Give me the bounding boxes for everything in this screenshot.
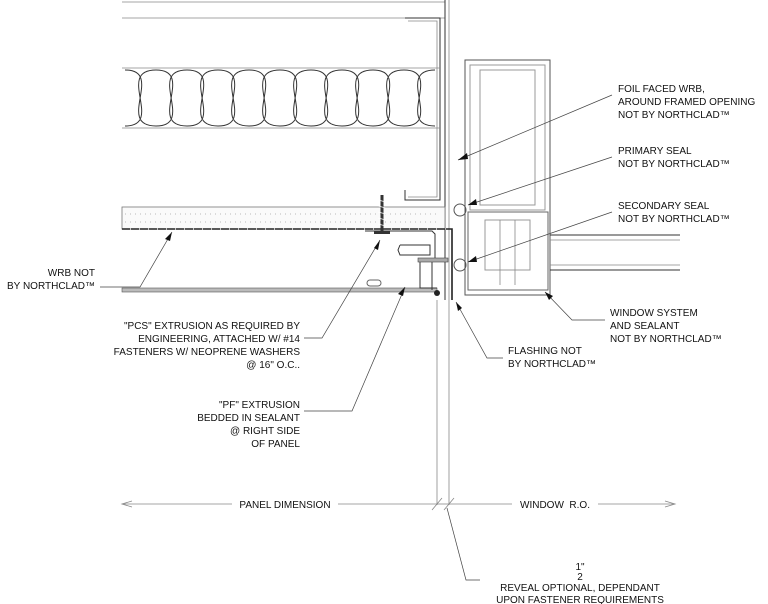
svg-text:FOIL FACED WRB,: FOIL FACED WRB, — [618, 84, 705, 95]
svg-text:PRIMARY SEAL: PRIMARY SEAL — [618, 146, 692, 157]
svg-text:SECONDARY SEAL: SECONDARY SEAL — [618, 201, 710, 212]
composite-panel — [121, 279, 438, 293]
svg-text:1": 1" — [575, 562, 585, 573]
flashing — [447, 228, 453, 300]
svg-text:BY NORTHCLAD™: BY NORTHCLAD™ — [508, 359, 596, 370]
window-ro-label: WINDOW R.O. — [520, 500, 590, 511]
sheathing-board — [121, 206, 447, 230]
svg-text:@ RIGHT SIDE: @ RIGHT SIDE — [230, 426, 300, 437]
primary-seal-label: PRIMARY SEAL NOT BY NORTHCLAD™ — [618, 146, 730, 170]
insulation-loops — [124, 69, 436, 127]
panel-dimension-label: PANEL DIMENSION — [239, 500, 330, 511]
svg-text:NOT BY NORTHCLAD™: NOT BY NORTHCLAD™ — [610, 334, 722, 345]
wall-framing — [122, 0, 450, 505]
svg-text:FASTENERS W/ NEOPRENE WASHERS: FASTENERS W/ NEOPRENE WASHERS — [114, 347, 301, 358]
svg-text:WRB NOT: WRB NOT — [48, 268, 95, 279]
reveal-label: 1" 2 REVEAL OPTIONAL, DEPENDANT UPON FAS… — [496, 562, 664, 604]
svg-text:AROUND FRAMED OPENING: AROUND FRAMED OPENING — [618, 97, 755, 108]
svg-text:REVEAL OPTIONAL, DEPENDANT: REVEAL OPTIONAL, DEPENDANT — [500, 583, 660, 594]
svg-text:"PCS" EXTRUSION AS REQUIRED BY: "PCS" EXTRUSION AS REQUIRED BY — [124, 321, 300, 332]
svg-text:2: 2 — [577, 572, 583, 583]
batt-insulation — [122, 67, 440, 129]
svg-text:AND SEALANT: AND SEALANT — [610, 321, 679, 332]
screw-fastener — [374, 195, 390, 234]
leader-lines — [100, 94, 613, 581]
flashing-label: FLASHING NOT BY NORTHCLAD™ — [508, 346, 596, 370]
leader-arrows — [165, 153, 553, 311]
window-system-label: WINDOW SYSTEM AND SEALANT NOT BY NORTHCL… — [610, 308, 722, 345]
svg-text:UPON FASTENER REQUIREMENTS: UPON FASTENER REQUIREMENTS — [496, 595, 664, 604]
pcs-extrusion-label: "PCS" EXTRUSION AS REQUIRED BY ENGINEERI… — [114, 321, 301, 371]
svg-text:NOT BY NORTHCLAD™: NOT BY NORTHCLAD™ — [618, 214, 730, 225]
dimension-line: PANEL DIMENSION WINDOW R.O. — [120, 497, 677, 511]
svg-text:"PF" EXTRUSION: "PF" EXTRUSION — [219, 400, 300, 411]
svg-text:NOT BY NORTHCLAD™: NOT BY NORTHCLAD™ — [618, 159, 730, 170]
foil-wrb-label: FOIL FACED WRB, AROUND FRAMED OPENING NO… — [618, 84, 755, 121]
window-frame — [453, 59, 680, 296]
svg-text:FLASHING NOT: FLASHING NOT — [508, 346, 582, 357]
svg-text:WINDOW SYSTEM: WINDOW SYSTEM — [610, 308, 698, 319]
secondary-seal-label: SECONDARY SEAL NOT BY NORTHCLAD™ — [618, 201, 730, 225]
svg-text:ENGINEERING, ATTACHED W/ #14: ENGINEERING, ATTACHED W/ #14 — [138, 334, 300, 345]
svg-text:@ 16" O.C..: @ 16" O.C.. — [246, 360, 300, 371]
wrb-label: WRB NOT BY NORTHCLAD™ — [7, 268, 95, 292]
svg-text:BEDDED IN SEALANT: BEDDED IN SEALANT — [197, 413, 300, 424]
svg-text:OF PANEL: OF PANEL — [251, 439, 300, 450]
svg-text:BY NORTHCLAD™: BY NORTHCLAD™ — [7, 281, 95, 292]
pcs-pf-extrusion — [365, 230, 449, 296]
pf-extrusion-label: "PF" EXTRUSION BEDDED IN SEALANT @ RIGHT… — [197, 400, 300, 450]
svg-text:NOT BY NORTHCLAD™: NOT BY NORTHCLAD™ — [618, 110, 730, 121]
